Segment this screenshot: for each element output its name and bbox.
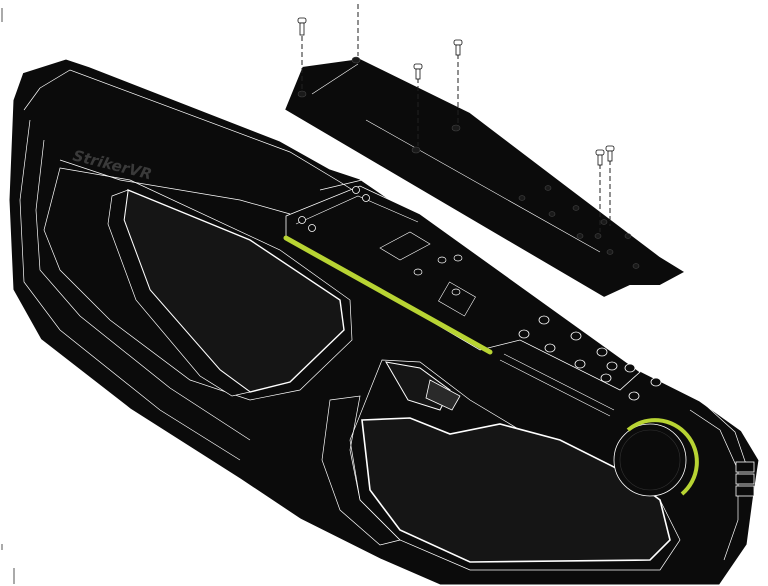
accent-strip bbox=[283, 235, 493, 355]
rail-plate bbox=[285, 185, 641, 391]
plate-screw-4 bbox=[362, 194, 370, 202]
screw-icon bbox=[297, 17, 615, 166]
left-panel bbox=[43, 167, 353, 401]
rear-slots bbox=[735, 461, 755, 497]
knob-icon bbox=[613, 418, 699, 497]
control-cluster bbox=[499, 315, 662, 417]
crop-marks bbox=[1, 8, 15, 584]
plate-screw-1 bbox=[298, 216, 306, 224]
grip-area bbox=[321, 359, 681, 571]
plate-screw-3 bbox=[352, 186, 360, 194]
exploded-screws bbox=[297, 4, 615, 232]
plate-screw-2 bbox=[308, 224, 316, 232]
top-cover bbox=[282, 56, 689, 300]
